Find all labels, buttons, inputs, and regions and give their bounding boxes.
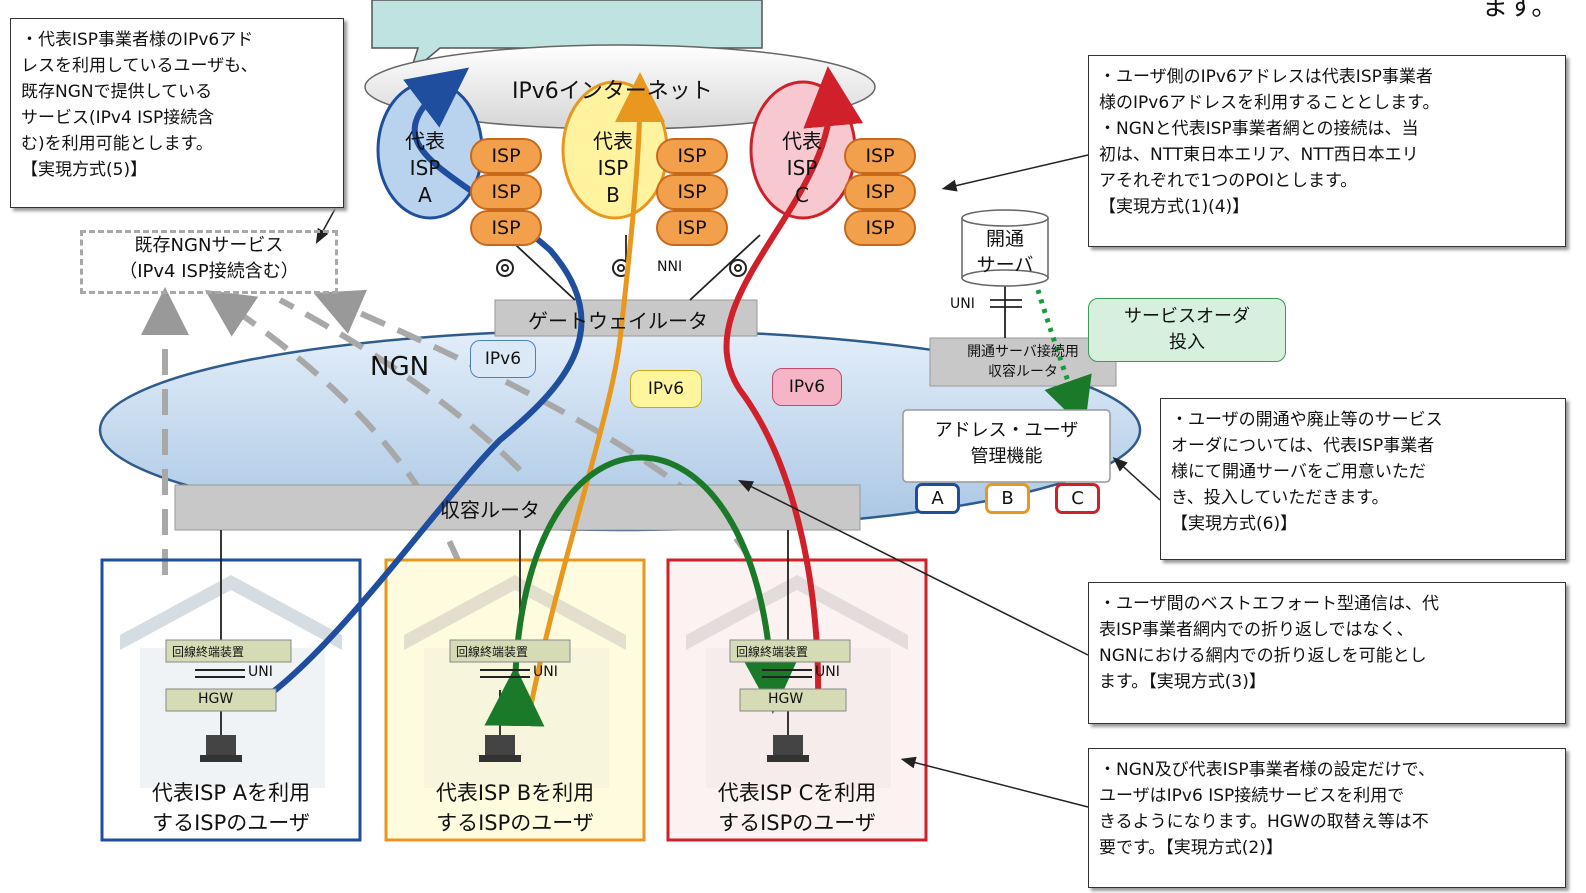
flow-blue	[248, 67, 585, 711]
corner-text: ます。	[1482, 0, 1558, 22]
ipv6-tag-yellow: IPv6	[630, 370, 702, 408]
note-bottom-right: ・NGN及び代表ISP事業者様の設定だけで、 ユーザはIPv6 ISP接続サービ…	[1088, 748, 1566, 888]
note-lower-right: ・ユーザ間のベストエフォート型通信は、代 表ISP事業者網内での折り返しではなく…	[1088, 582, 1566, 724]
activation-server-label: 開通 サーバ	[976, 228, 1034, 276]
hgw-label-c: HGW	[768, 691, 804, 707]
address-mgmt-box	[902, 409, 1111, 483]
server-router-label: 開通サーバ接続用 収容ルータ	[967, 344, 1079, 380]
server-uni-label: UNI	[950, 296, 975, 312]
note-mid-right: ・ユーザの開通や廃止等のサービス オーダについては、代表ISP事業者 様にて開通…	[1160, 398, 1566, 560]
isp-pill: ISP	[470, 138, 542, 174]
flow-red	[723, 66, 864, 707]
isp-pill: ISP	[844, 138, 916, 174]
isp-pill: ISP	[656, 138, 728, 174]
address-mgmt-label: アドレス・ユーザ 管理機能	[934, 420, 1079, 467]
service-order-callout: サービスオーダ 投入	[1088, 298, 1286, 362]
flow-orange	[527, 72, 665, 711]
onu-label-b: 回線終端装置	[456, 645, 529, 659]
isp-pill: ISP	[470, 210, 542, 246]
isp-pill: ISP	[470, 174, 542, 210]
house-caption-a: 代表ISP Aを利用 するISPのユーザ	[151, 781, 311, 835]
ipv6-tag-blue: IPv6	[470, 340, 536, 378]
isp-pill: ISP	[844, 210, 916, 246]
rep-isp-a-label: 代表 ISP A	[405, 129, 445, 207]
ngn-label: NGN	[370, 352, 430, 382]
uni-label-b: UNI	[533, 664, 558, 680]
service-order-path	[1035, 289, 1092, 429]
pool-a: A	[915, 483, 960, 514]
note-top-right: ・ユーザ側のIPv6アドレスは代表ISP事業者 様のIPv6アドレスを利用するこ…	[1088, 55, 1566, 247]
existing-ngn-service-box: 既存NGNサービス （IPv4 ISP接続含む）	[80, 230, 338, 294]
uni-label-c: UNI	[815, 664, 840, 680]
ipv6-tag-pink: IPv6	[772, 368, 842, 406]
access-router-bar	[174, 484, 861, 531]
isp-pill: ISP	[656, 210, 728, 246]
uni-label-a: UNI	[248, 664, 273, 680]
nni-markers	[496, 259, 747, 277]
device-boxes	[165, 639, 851, 762]
house-caption-c: 代表ISP Cを利用 するISPのユーザ	[717, 781, 877, 835]
nni-label: NNI	[657, 259, 683, 275]
internet-label: IPv6インターネット	[512, 79, 713, 104]
note-top-left: ・代表ISP事業者様のIPv6アド レスを利用しているユーザも、 既存NGNで提…	[10, 18, 344, 208]
house-caption-b: 代表ISP Bを利用 するISPのユーザ	[435, 781, 595, 835]
server-router-bar	[929, 337, 1117, 387]
pool-c: C	[1055, 483, 1100, 514]
hgw-label-a: HGW	[198, 691, 234, 707]
rep-isp-b-label: 代表 ISP B	[593, 129, 633, 207]
access-router-label: 収容ルータ	[440, 498, 540, 522]
flow-green	[484, 454, 801, 727]
isp-pill: ISP	[656, 174, 728, 210]
onu-label-c: 回線終端装置	[736, 645, 809, 659]
gateway-router-label: ゲートウェイルータ	[528, 309, 708, 333]
pool-b: B	[985, 483, 1030, 514]
onu-label-a: 回線終端装置	[172, 645, 245, 659]
rep-isp-c-label: 代表 ISP C	[782, 129, 822, 207]
isp-pill: ISP	[844, 174, 916, 210]
activation-server-shape	[961, 209, 1049, 287]
